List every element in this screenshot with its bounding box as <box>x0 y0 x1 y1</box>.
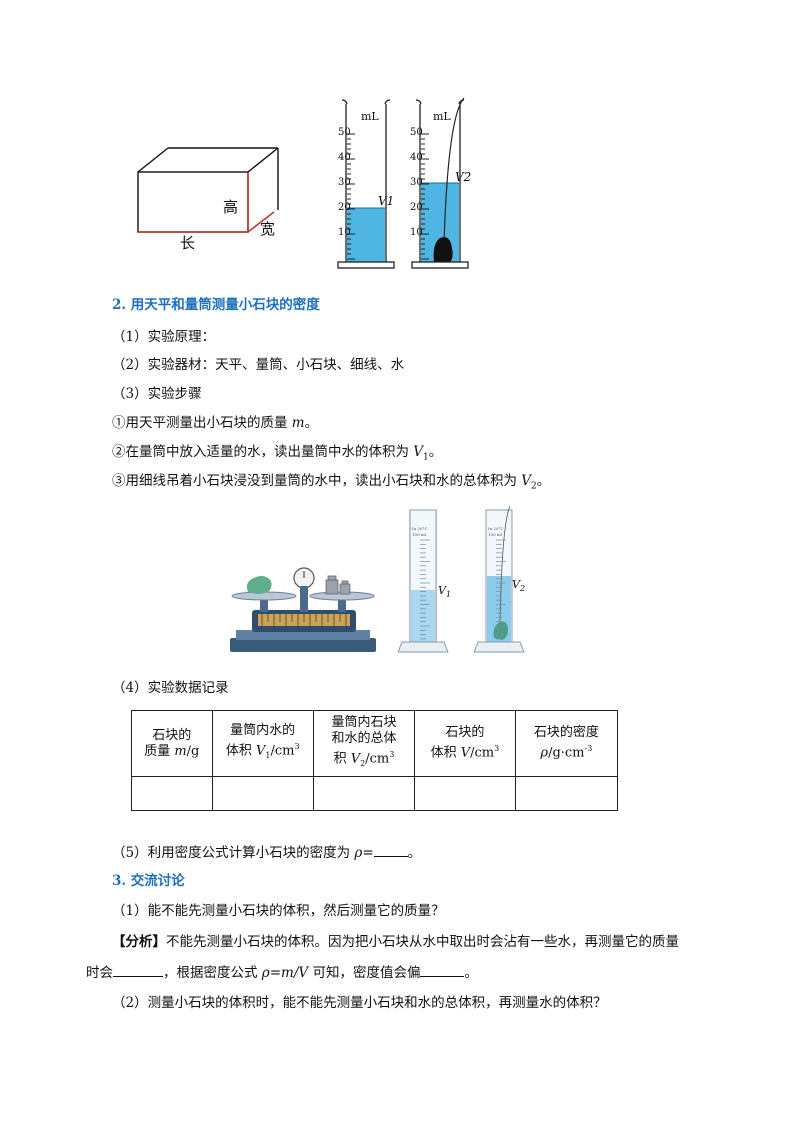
density-bias-blank[interactable] <box>420 962 465 977</box>
cylinder-tick-label: 20 <box>338 202 351 213</box>
section3-heading: 3. 交流讨论 <box>112 873 185 889</box>
header-stone-mass: 石块的 质量 m/g <box>131 710 213 777</box>
apparatus-cylinders: In 20°C 100 ml In 20°C 100 ml <box>398 505 525 653</box>
section2-step1: ①用天平测量出小石块的质量 m。 <box>112 415 319 431</box>
cell-mass-input[interactable] <box>131 776 213 811</box>
mass-answer-blank[interactable] <box>113 962 163 977</box>
data-table: 石块的 质量 m/g 量筒内水的 体积 V1/cm3 量筒内石块 和水的总体 积… <box>131 710 619 811</box>
section3-analysis-line1: 【分析】不能先测量小石块的体积。因为把小石块从水中取出时会沾有一些水，再测量它的… <box>112 934 679 950</box>
header-stone-density: 石块的密度 ρ/g·cm-3 <box>514 710 619 777</box>
balance-figure <box>230 567 376 652</box>
cylinder-tick-label: 40 <box>410 152 423 163</box>
box-label-length: 长 <box>180 234 196 252</box>
item4-title: （4）实验数据记录 <box>112 680 229 696</box>
section2-heading: 2. 用天平和量筒测量小石块的密度 <box>112 297 320 313</box>
box-label-width: 宽 <box>260 220 276 238</box>
cyl1-spec-line2: 100 ml <box>412 532 427 537</box>
apparatus-v2-label: V2 <box>512 578 526 594</box>
cylinder2-v2-label: V2 <box>455 170 472 184</box>
cell-water-volume-input[interactable] <box>211 776 314 811</box>
section2-item2: （2）实验器材：天平、量筒、小石块、细线、水 <box>112 357 405 373</box>
cylinder2-unit: mL <box>433 110 451 123</box>
section2-step3: ③用细线吊着小石块浸没到量筒的水中，读出小石块和水的总体积为 V2。 <box>112 473 551 492</box>
density-answer-blank[interactable] <box>373 842 408 857</box>
cylinder-tick-label: 50 <box>338 127 351 138</box>
cylinder-tick-label: 30 <box>338 177 351 188</box>
cyl2-spec-line1: In 20°C <box>488 526 504 531</box>
section3-q1: （1）能不能先测量小石块的体积，然后测量它的质量？ <box>112 903 445 919</box>
table-row <box>131 776 619 811</box>
cylinder-tick-label: 50 <box>410 127 423 138</box>
cylinder-tick-label: 20 <box>410 202 423 213</box>
cell-density-input[interactable] <box>514 776 619 811</box>
item5-line: （5）利用密度公式计算小石块的密度为 ρ=。 <box>112 842 421 863</box>
table-header-row: 石块的 质量 m/g 量筒内水的 体积 V1/cm3 量筒内石块 和水的总体 积… <box>131 710 619 777</box>
cyl2-spec-line2: 100 ml <box>488 532 503 537</box>
header-total-volume: 量筒内石块 和水的总体 积 V2/cm3 <box>312 710 416 777</box>
box-label-height: 高 <box>223 198 239 216</box>
cylinder-tick-label: 10 <box>338 227 351 238</box>
section2-item1: （1）实验原理： <box>112 329 216 345</box>
box-figure <box>137 147 279 233</box>
section2-step2: ②在量筒中放入适量的水，读出量筒中水的体积为 V1。 <box>112 444 443 463</box>
cyl1-spec-line1: In 20°C <box>412 526 428 531</box>
cylinder-tick-label: 30 <box>410 177 423 188</box>
header-stone-volume: 石块的 体积 V/cm3 <box>414 710 516 777</box>
cylinders-figure <box>337 97 469 269</box>
cell-stone-volume-input[interactable] <box>414 776 516 811</box>
cylinder1-v1-label: V1 <box>378 194 395 208</box>
cylinder-tick-label: 40 <box>338 152 351 163</box>
section3-q2: （2）测量小石块的体积时，能不能先测量小石块和水的总体积，再测量水的体积？ <box>112 995 607 1011</box>
apparatus-v1-label: V1 <box>438 584 452 600</box>
cell-total-volume-input[interactable] <box>312 776 416 811</box>
cylinder1-unit: mL <box>361 110 379 123</box>
section3-analysis-line2: 时会，根据密度公式 ρ=m/V 可知，密度值会偏。 <box>86 962 478 983</box>
header-water-volume: 量筒内水的 体积 V1/cm3 <box>211 710 314 777</box>
cylinder-tick-label: 10 <box>410 227 423 238</box>
section2-item3: （3）实验步骤 <box>112 386 202 402</box>
